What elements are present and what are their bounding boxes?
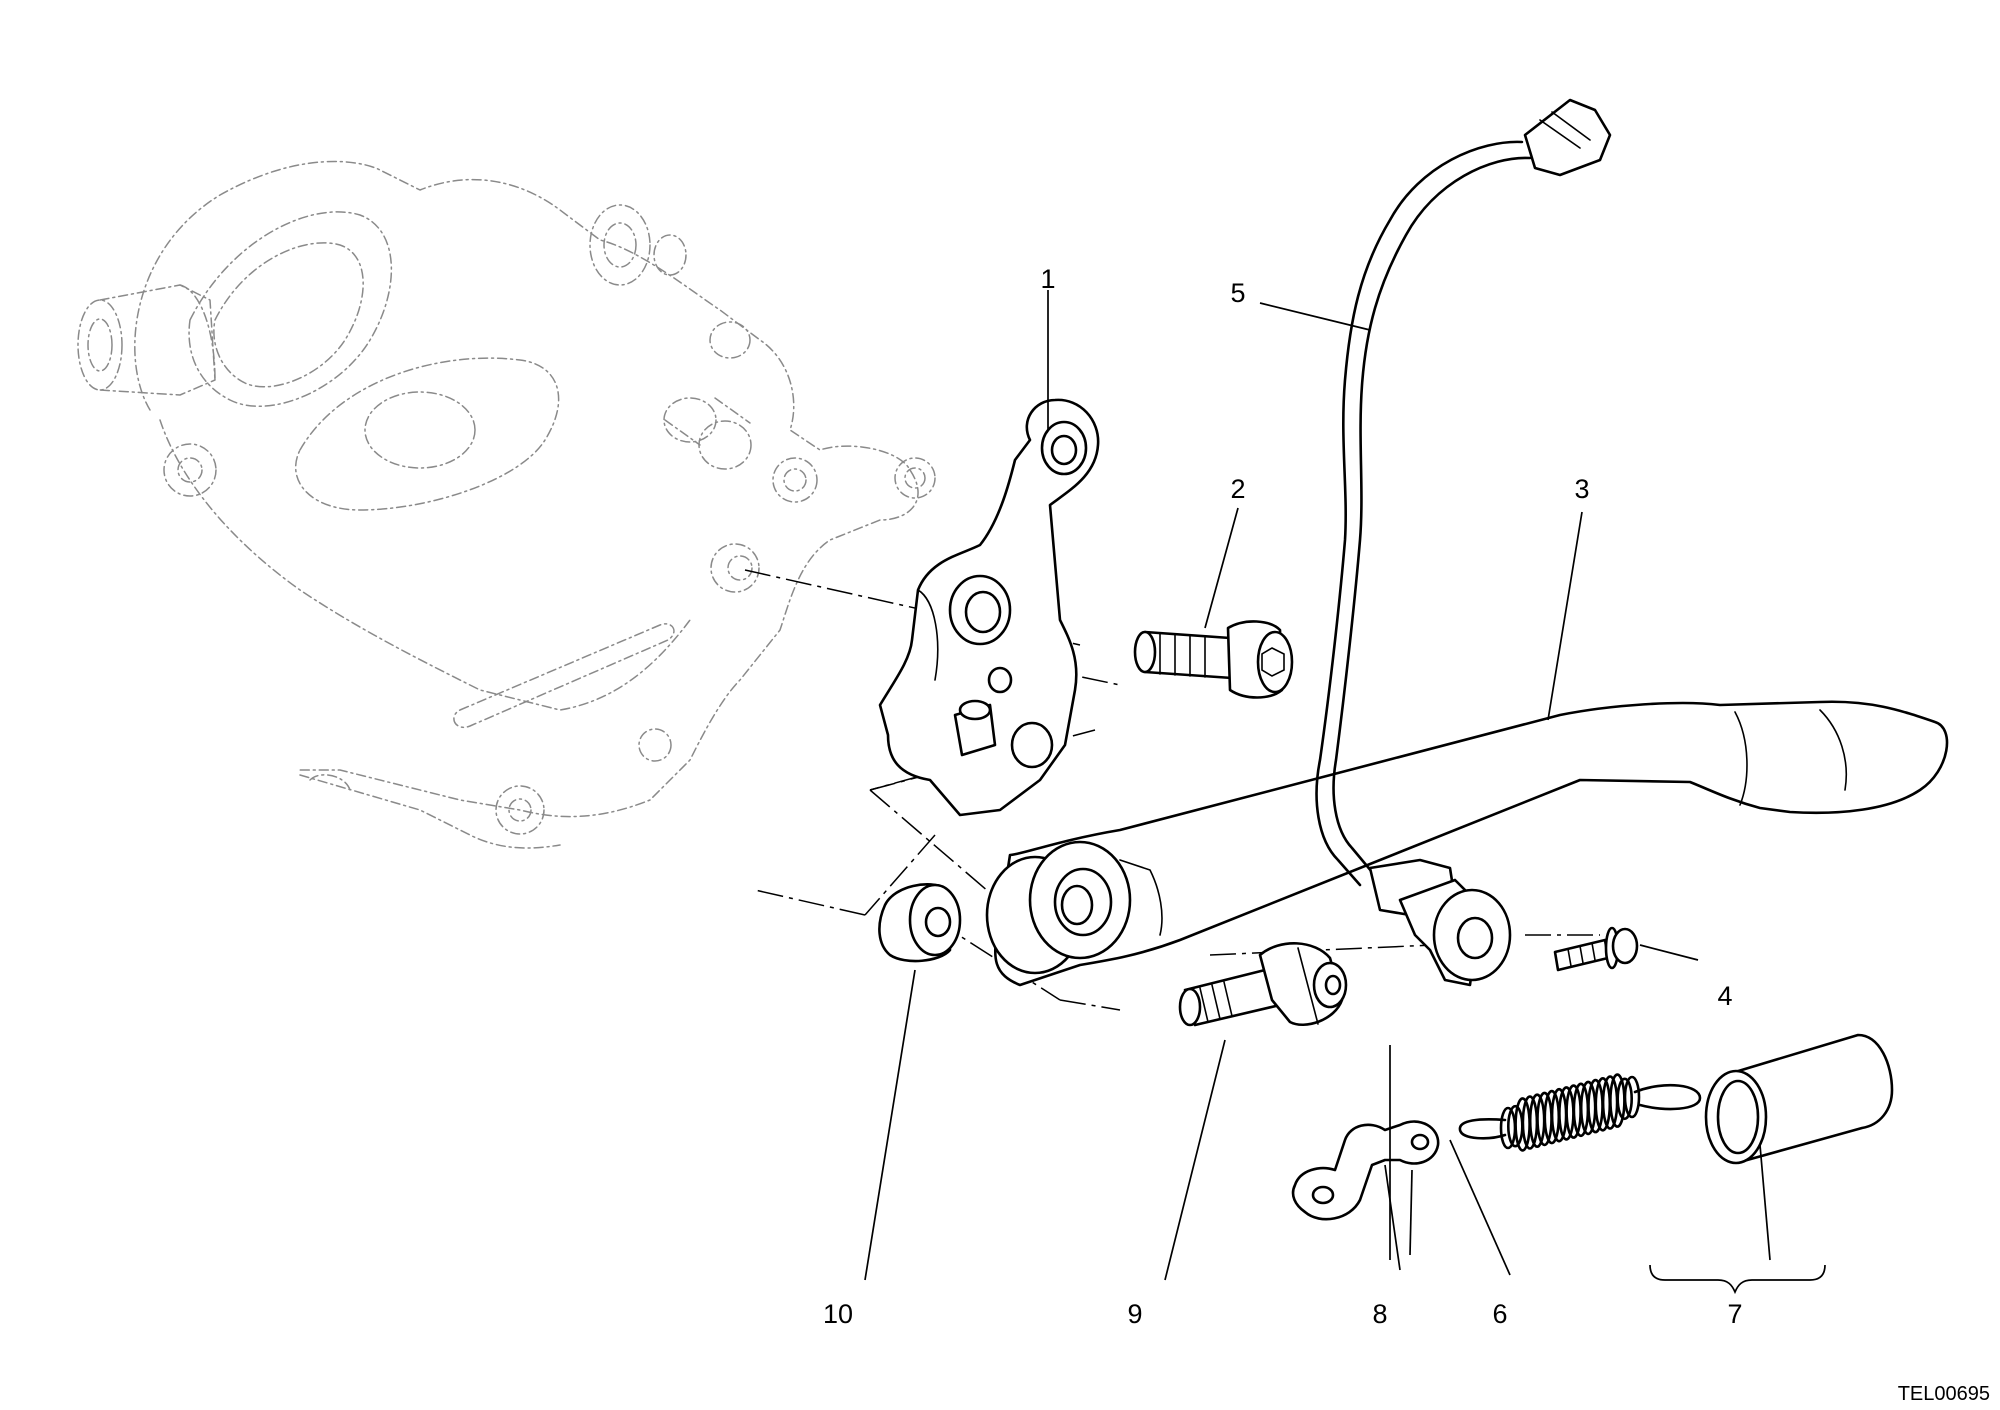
callout-3: 3 — [1574, 474, 1589, 504]
switch-screw-part-4 — [1553, 926, 1639, 972]
callout-6: 6 — [1492, 1299, 1507, 1329]
callout-10: 10 — [823, 1299, 853, 1329]
side-stand-part-3 — [985, 700, 1949, 987]
stand-bracket-part-1 — [878, 398, 1100, 817]
bracket-screw-part-2 — [1133, 620, 1294, 699]
spring-hook — [1633, 1083, 1702, 1111]
pivot-bolt-part-9 — [1178, 942, 1348, 1027]
callout-2: 2 — [1230, 474, 1245, 504]
callout-labels: 1 2 3 4 5 6 7 8 9 10 — [823, 264, 1743, 1329]
return-spring-part-6 — [1458, 1073, 1702, 1152]
drawing-code: TEL00695 — [1898, 1383, 1990, 1405]
spring-coil — [1616, 1077, 1633, 1121]
leader-lines — [864, 290, 1826, 1295]
spring-hook-plate-part-8 — [1291, 1120, 1440, 1221]
callout-1: 1 — [1040, 264, 1055, 294]
callout-8: 8 — [1372, 1299, 1387, 1329]
engine-crankcase-outline — [77, 160, 936, 849]
callout-5: 5 — [1230, 278, 1245, 308]
side-stand-sensor-cable-part-5 — [1315, 98, 1612, 987]
callout-4: 4 — [1717, 981, 1732, 1011]
callout-7: 7 — [1727, 1299, 1742, 1329]
spring-hook — [1458, 1118, 1507, 1140]
spacer-nut-part-10 — [878, 883, 962, 963]
callout-9: 9 — [1127, 1299, 1142, 1329]
spring-sleeve-part-7 — [1704, 1033, 1894, 1165]
spring-coil — [1623, 1075, 1641, 1119]
